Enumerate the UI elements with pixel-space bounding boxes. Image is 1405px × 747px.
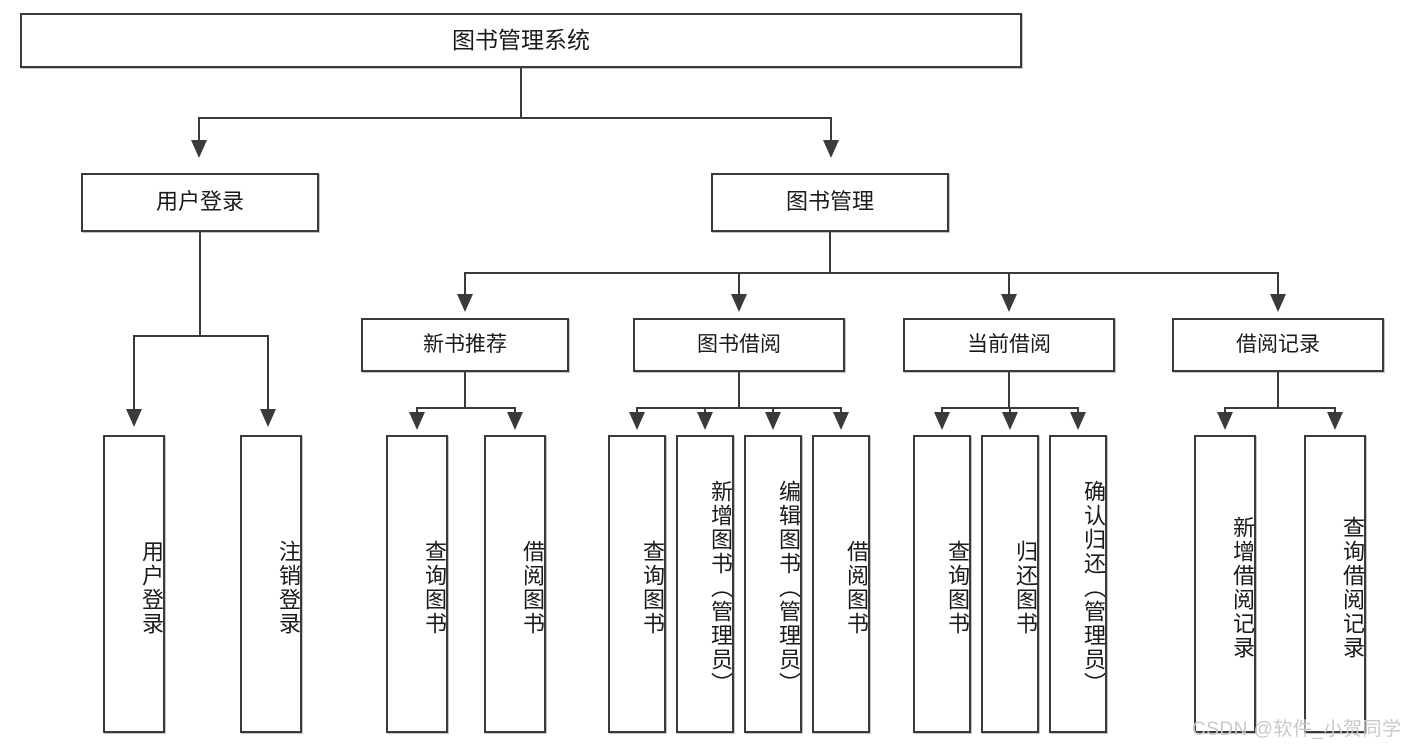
connector-user-login-stem [199,232,201,336]
arrow-to-book-borrow [731,294,747,312]
node-book-borrow[interactable]: 图书借阅 [633,318,845,372]
node-label: 借阅图书 [844,540,869,636]
leaf-book-borrow-edit[interactable]: 编辑图书（管理员） [744,435,802,733]
leaf-current-borrow-confirm-return[interactable]: 确认归还（管理员） [1049,435,1107,733]
leaf-new-book-borrow[interactable]: 借阅图书 [484,435,546,733]
leaf-book-borrow-borrow[interactable]: 借阅图书 [812,435,870,733]
arrow-root-to-user-login [191,140,207,158]
leaf-logout[interactable]: 注销登录 [240,435,302,733]
arrow-current-borrow-leaf-3 [1070,412,1086,430]
connector-book-borrow-stem [738,372,740,409]
node-label: 用户登录 [155,189,244,215]
node-label: 查询图书 [640,540,665,636]
csdn-watermark: CSDN @软件_小贺同学 [1192,719,1402,740]
connector-borrow-record-stem [1277,372,1279,409]
arrow-book-borrow-leaf-3 [765,412,781,430]
connector-user-login-right-drop [267,335,269,411]
leaf-borrow-record-add[interactable]: 新增借阅记录 [1194,435,1256,733]
connector-to-current-borrow [1008,272,1010,296]
arrow-to-new-book [457,294,473,312]
connector-to-borrow-record [1277,272,1279,296]
connector-root-to-book-manage [830,117,832,143]
node-label: 查询图书 [422,540,447,636]
arrow-new-book-leaf-2 [507,412,523,430]
arrow-to-leaf-user-login [126,409,142,427]
arrow-book-borrow-leaf-1 [629,412,645,430]
node-root-system[interactable]: 图书管理系统 [20,13,1022,68]
node-new-book-recommend[interactable]: 新书推荐 [361,318,569,372]
node-label: 归还图书 [1013,540,1038,636]
node-label: 借阅记录 [1236,333,1320,357]
arrow-borrow-record-leaf-1 [1217,412,1233,430]
leaf-user-login[interactable]: 用户登录 [103,435,165,733]
connector-root-stem [520,68,522,118]
connector-book-manage-stem [829,232,831,274]
arrow-book-borrow-leaf-2 [697,412,713,430]
leaf-borrow-record-query[interactable]: 查询借阅记录 [1304,435,1366,733]
connector-user-login-bar [133,335,267,337]
node-label: 借阅图书 [520,540,545,636]
node-label: 新书推荐 [423,333,507,357]
node-label: 新增借阅记录 [1230,516,1255,660]
leaf-current-borrow-return[interactable]: 归还图书 [981,435,1039,733]
arrow-book-borrow-leaf-4 [833,412,849,430]
node-label: 确认归还（管理员） [1081,480,1106,696]
arrow-current-borrow-leaf-2 [1002,412,1018,430]
leaf-book-borrow-query[interactable]: 查询图书 [608,435,666,733]
connector-new-book-bar [416,407,514,409]
node-label: 查询图书 [945,540,970,636]
arrow-borrow-record-leaf-2 [1327,412,1343,430]
node-borrow-record[interactable]: 借阅记录 [1172,318,1384,372]
connector-to-new-book [464,272,466,296]
node-label: 新增图书（管理员） [708,480,733,696]
node-label: 查询借阅记录 [1340,516,1365,660]
arrow-root-to-book-manage [823,140,839,158]
connector-new-book-stem [464,372,466,409]
leaf-book-borrow-add[interactable]: 新增图书（管理员） [676,435,734,733]
arrow-to-current-borrow [1001,294,1017,312]
node-label: 用户登录 [139,540,164,636]
arrow-current-borrow-leaf-1 [934,412,950,430]
node-current-borrow[interactable]: 当前借阅 [903,318,1115,372]
node-book-management[interactable]: 图书管理 [711,173,949,232]
node-label: 当前借阅 [967,333,1051,357]
node-label: 图书管理 [785,189,874,215]
connector-user-login-left-drop [133,335,135,411]
node-label: 注销登录 [276,540,301,636]
node-user-login[interactable]: 用户登录 [81,173,319,232]
node-label: 图书管理系统 [452,26,590,53]
node-label: 图书借阅 [697,333,781,357]
node-label: 编辑图书（管理员） [776,480,801,696]
leaf-current-borrow-query[interactable]: 查询图书 [913,435,971,733]
connector-root-bar [198,117,832,119]
connector-root-to-user-login [198,117,200,143]
connector-book-borrow-bar [636,407,840,409]
arrow-new-book-leaf-1 [409,412,425,430]
leaf-new-book-query[interactable]: 查询图书 [386,435,448,733]
connector-current-borrow-stem [1008,372,1010,409]
arrow-to-borrow-record [1270,294,1286,312]
connector-book-manage-bar [464,272,1278,274]
connector-to-book-borrow [738,272,740,296]
arrow-to-leaf-logout [260,409,276,427]
connector-borrow-record-bar [1224,407,1334,409]
